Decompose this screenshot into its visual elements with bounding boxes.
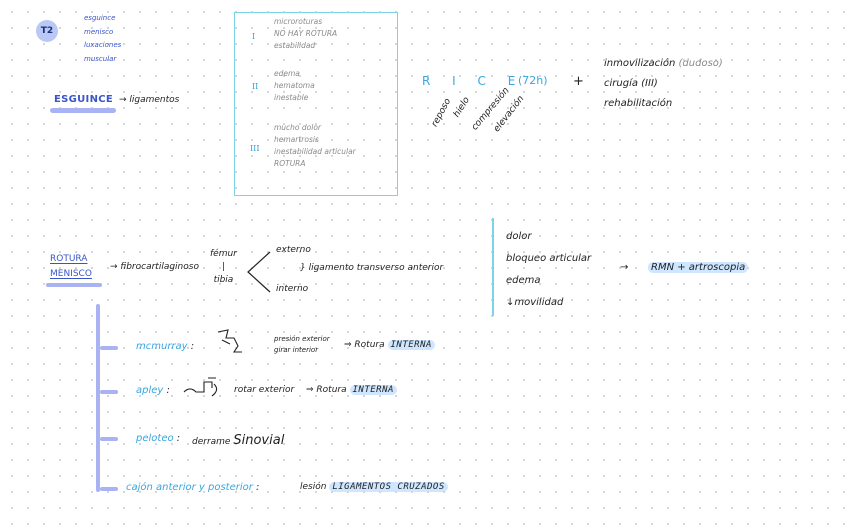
grade-line: edema [274,68,315,80]
tag-item: muscular [84,53,121,67]
grade-line: mucho dolor [274,122,356,134]
rice-reposo: reposo [430,97,453,129]
test-cajon: cajón anterior y posterior : [126,482,259,493]
ligamento-transverso: } ligamento transverso anterior [300,263,443,273]
grade-line: ROTURA [274,158,356,170]
apley-detail: rotar exterior [234,385,294,395]
grade-3-list: mucho dolor hemartrosis inestabilidad ar… [274,122,356,170]
rotura-highlight [46,283,102,287]
knee-flexion-sketch-icon [214,326,244,356]
grade-numeral: II [252,82,258,91]
treatment-item: rehabilitación [604,94,723,114]
peloteo-detail: derrame Sinovial [192,433,284,448]
bracket-icon [244,250,274,294]
topic-tags: esguince menisco luxaciones muscular [84,12,121,66]
treatment-list: inmovilización (dudoso) cirugía (III) re… [604,54,723,114]
grade-line: inestable [274,92,315,104]
tag-item: luxaciones [84,39,121,53]
apley-sketch-icon [182,374,226,398]
test-mcmurray: mcmurray : [136,341,194,352]
symptom-item: ↓movilidad [506,292,591,314]
tree-branch [100,437,118,441]
plus-sign: + [573,74,584,89]
esguince-ligamentos: → ligamentos [119,95,179,105]
symptoms-divider [492,218,494,316]
rice-duration: (72h) [518,74,548,87]
mcmurray-result: ⇒ Rotura INTERNA [344,340,435,350]
diagnosis-arrow: → [620,262,628,273]
tree-branch [100,487,118,491]
esguince-title: ESGUINCE [54,94,113,105]
grade-2-list: edema hematoma inestable [274,68,315,104]
grade-1-list: microroturas NO HAY ROTURA estabilidad [274,16,337,52]
grade-line: estabilidad [274,40,337,52]
tag-item: esguince [84,12,121,26]
symptom-item: dolor [506,226,591,248]
tag-item: menisco [84,26,121,40]
symptom-item: bloqueo articular [506,248,591,270]
tree-branch [100,346,118,350]
tests-tree-trunk [96,304,100,492]
diagnosis-text: RMN + artroscopia [648,262,748,273]
apley-result: ⇒ Rotura INTERNA [306,385,397,395]
fibrocartilaginoso-text: → fibrocartilaginoso [110,262,199,272]
symptom-item: edema [506,270,591,292]
menisco-interno: interno [276,284,308,294]
menisco-externo: externo [276,245,311,255]
rice-acronym: R I C E [422,74,524,88]
grade-line: NO HAY ROTURA [274,28,337,40]
esguince-highlight [50,108,116,113]
test-apley: apley : [136,385,170,396]
symptoms-list: dolor bloqueo articular edema ↓movilidad [506,226,591,314]
rotura-menisco-title: ROTURA MENISCO [50,252,92,282]
grade-line: inestabilidad articular [274,146,356,158]
grade-line: hematoma [274,80,315,92]
bones-stack: fémur | tibia [210,248,237,287]
cajon-result: lesión LIGAMENTOS CRUZADOS [300,482,448,492]
mcmurray-detail: presión exterior girar interior [274,334,330,356]
tree-branch [100,390,118,394]
grade-line: hemartrosis [274,134,356,146]
topic-badge: T2 [36,20,58,42]
test-peloteo: peloteo : [136,433,180,444]
grade-numeral: III [250,144,259,153]
grade-line: microroturas [274,16,337,28]
grade-numeral: I [252,32,255,41]
treatment-item: inmovilización (dudoso) [604,54,723,74]
treatment-item: cirugía (III) [604,74,723,94]
rice-hielo: hielo [452,96,472,120]
